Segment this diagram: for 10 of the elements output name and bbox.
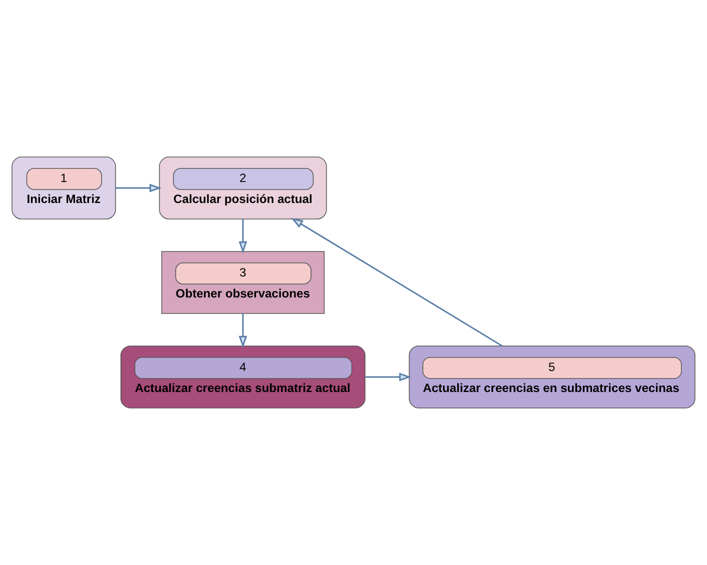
arrow xyxy=(116,184,162,192)
arrow xyxy=(291,218,503,347)
arrow xyxy=(238,219,248,254)
node-box: 1 Iniciar Matriz xyxy=(12,156,116,220)
arrow xyxy=(238,314,248,348)
node-box: 5 Actualizar creencias en submatrices vecinas xyxy=(408,346,696,408)
node-box: 3 Obtener observaciones xyxy=(161,251,325,314)
node-box: 4 Actualizar creencias submatriz actual xyxy=(120,346,366,408)
node-box: 2 Calcular posición actual xyxy=(159,156,327,220)
arrow xyxy=(365,372,412,382)
